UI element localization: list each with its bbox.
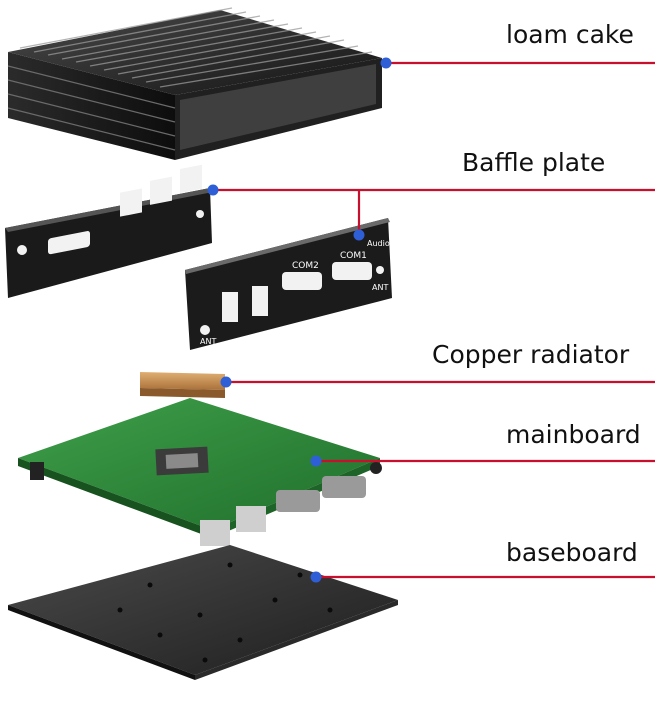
label-baseboard: baseboard [506, 538, 638, 567]
mainboard-usb-stack-2 [236, 506, 266, 532]
leader-dot-baffle-left [207, 184, 219, 196]
aluminum-case [7, 7, 382, 160]
pcb-edge-front [18, 458, 212, 538]
label-mainboard: mainboard [506, 420, 641, 449]
baseboard-edge-right [195, 600, 398, 680]
baffle-left-hole [17, 245, 27, 255]
baffle-right-hole [200, 325, 210, 335]
com2-port-label: COM2 [292, 261, 319, 271]
copper-block-top [140, 372, 225, 390]
baffle-right-edge [185, 218, 390, 274]
label-copper-radiator: Copper radiator [432, 340, 630, 369]
case-fins [19, 7, 373, 88]
baffle-left-port-1 [180, 164, 202, 194]
baseboard-plate [8, 545, 398, 680]
mainboard-com1 [322, 476, 366, 498]
leader-dot-copper [220, 376, 232, 388]
leader-dot-case [380, 57, 392, 69]
com1-port-label: COM1 [340, 251, 367, 261]
mainboard-audio-jack [370, 462, 382, 474]
baffle-right-com1-port [332, 262, 372, 280]
mainboard-left-connector [30, 462, 44, 480]
label-loam-cake: loam cake [506, 20, 634, 49]
baffle-left-port-2 [150, 176, 172, 205]
leader-dot-baffle-right [353, 229, 365, 241]
case-front-wall [8, 52, 175, 160]
audio-port-label: Audio [367, 239, 390, 248]
label-baffle-plate: Baffle plate [462, 148, 606, 177]
baffle-left-port-3 [120, 188, 142, 217]
baffle-left-hole-2 [196, 210, 204, 218]
ant-right-label: ANT [372, 283, 388, 292]
case-side-fins [7, 65, 176, 151]
cpu-die [165, 453, 199, 469]
baffle-plate-right: COM2 COM1 Audio ANT ANT [185, 218, 392, 350]
copper-radiator-block [140, 372, 225, 398]
leader-dot-baseboard [310, 571, 322, 583]
case-inner-shade [180, 64, 376, 150]
leader-dot-mainboard [310, 455, 322, 467]
mainboard-pcb [18, 398, 382, 546]
baseboard-edge [8, 605, 195, 680]
baffle-right-usb-2 [252, 286, 268, 316]
baffle-right-com2-port [282, 272, 322, 290]
copper-block-side [140, 388, 225, 398]
baseboard-holes [117, 562, 333, 663]
case-top-surface [8, 10, 382, 95]
mainboard-usb-stack-1 [200, 520, 230, 546]
leader-lines [207, 57, 655, 583]
baseboard-top [8, 545, 398, 675]
baffle-plate-left [5, 164, 213, 298]
mainboard-com2 [276, 490, 320, 512]
baffle-left-serial-port [48, 231, 90, 255]
baffle-left-body [5, 188, 212, 298]
baffle-right-hole-2 [376, 266, 384, 274]
ant-left-label: ANT [200, 337, 216, 346]
baffle-right-usb-1 [222, 292, 238, 322]
